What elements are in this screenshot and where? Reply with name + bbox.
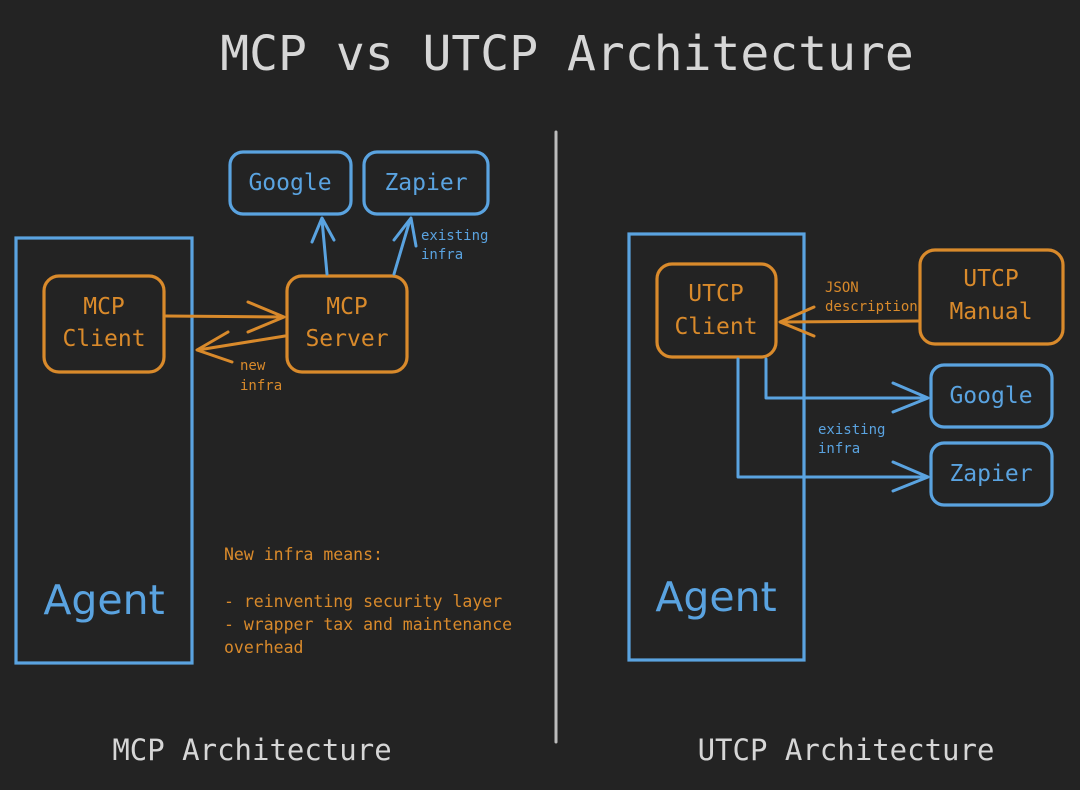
utcp-client-to-google-arrow xyxy=(764,357,928,400)
utcp-manual-box xyxy=(918,248,1065,346)
mcp-client-label-line1: MCP xyxy=(83,294,125,320)
mcp-server-to-client-arrowhead xyxy=(195,330,234,364)
mcp-server-to-zapier-arrowhead xyxy=(392,216,418,248)
utcp-manual-label-line2: Manual xyxy=(949,299,1032,325)
mcp-google-box xyxy=(228,150,353,216)
utcp-existing-infra-line1: existing xyxy=(818,422,885,438)
mcp-notes-line3: - wrapper tax and maintenance xyxy=(224,615,512,634)
mcp-client-label-line2: Client xyxy=(62,326,145,352)
utcp-client-label-line1: UTCP xyxy=(688,281,743,307)
mcp-server-box xyxy=(285,274,409,374)
utcp-json-description-line2: description xyxy=(825,299,918,315)
utcp-client-label-line2: Client xyxy=(674,314,757,340)
utcp-client-to-zapier-arrowhead xyxy=(891,460,930,493)
utcp-manual-to-client-arrow xyxy=(779,319,920,324)
diagram-title: MCP vs UTCP Architecture xyxy=(220,26,914,82)
mcp-architecture: Agent MCP Client MCP Server Google Zapie… xyxy=(14,150,512,767)
utcp-architecture: Agent UTCP Client UTCP Manual Google Zap… xyxy=(627,232,1065,767)
mcp-server-label-line1: MCP xyxy=(326,294,368,320)
utcp-client-box xyxy=(655,262,778,359)
mcp-agent-label: Agent xyxy=(43,576,164,624)
mcp-notes-line2: - reinventing security layer xyxy=(224,592,502,611)
mcp-new-infra-line2: infra xyxy=(240,378,282,394)
utcp-agent-box xyxy=(627,232,806,662)
mcp-existing-infra-line2: infra xyxy=(421,247,463,263)
mcp-client-to-server-arrow xyxy=(164,314,284,319)
utcp-agent-label: Agent xyxy=(655,573,776,621)
utcp-google-box xyxy=(929,363,1054,429)
mcp-server-label-line2: Server xyxy=(305,326,388,352)
mcp-section-label: MCP Architecture xyxy=(112,733,391,767)
mcp-agent-box xyxy=(14,236,194,665)
utcp-google-label: Google xyxy=(949,383,1032,409)
mcp-zapier-label: Zapier xyxy=(384,170,467,196)
mcp-client-to-server-arrowhead xyxy=(246,300,286,334)
mcp-server-to-google-arrowhead xyxy=(310,216,336,244)
mcp-notes-heading: New infra means: xyxy=(224,545,383,564)
mcp-server-to-zapier-arrow xyxy=(392,218,412,276)
utcp-section-label: UTCP Architecture xyxy=(698,733,995,767)
mcp-notes-line4: overhead xyxy=(224,638,303,657)
utcp-existing-infra-line2: infra xyxy=(818,441,860,457)
mcp-new-infra-line1: new xyxy=(240,358,266,374)
utcp-zapier-box xyxy=(929,441,1054,507)
utcp-zapier-label: Zapier xyxy=(949,461,1032,487)
mcp-server-to-client-arrow xyxy=(196,334,287,352)
utcp-client-to-google-arrowhead xyxy=(891,381,930,414)
utcp-client-to-zapier-arrow xyxy=(736,357,928,479)
mcp-google-label: Google xyxy=(248,170,331,196)
utcp-json-description-line1: JSON xyxy=(825,280,859,296)
mcp-server-to-google-arrow xyxy=(320,218,329,276)
mcp-zapier-box xyxy=(362,150,490,216)
mcp-client-box xyxy=(42,274,166,374)
mcp-existing-infra-line1: existing xyxy=(421,228,488,244)
utcp-manual-label-line1: UTCP xyxy=(963,266,1018,292)
utcp-manual-to-client-arrowhead xyxy=(778,305,816,338)
